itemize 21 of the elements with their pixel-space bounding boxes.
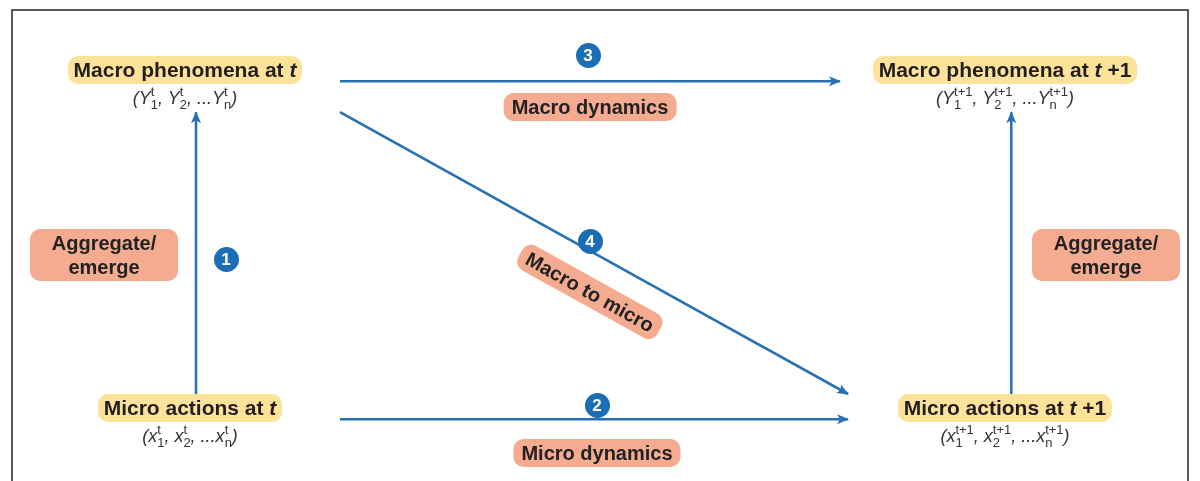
step-number-badge: 2 [584, 392, 610, 418]
arrow [340, 76, 841, 87]
variable-formula: (x$^{t+1}$$_{1}$, x$^{t+1}$$_{2}$, ...x$^{t+1}$$_{n}$) [940, 424, 1070, 451]
node-heading: Micro actions at t +1 [897, 394, 1113, 422]
arrow [340, 414, 849, 425]
node-heading: Micro actions at t [97, 394, 283, 422]
arrow [191, 111, 201, 394]
node-heading: Macro phenomena at t +1 [872, 56, 1138, 84]
step-number-badge: 3 [575, 42, 601, 68]
edge-label: Aggregate/ emerge [1032, 229, 1180, 281]
arrow [339, 111, 849, 396]
node-heading: Macro phenomena at t [67, 56, 303, 84]
step-number-badge: 1 [213, 246, 239, 272]
variable-formula: (Y$^{t}$$_{1}$, Y$^{t}$$_{2}$, ...Y$^{t}$$_{n}$) [132, 86, 238, 113]
variable-formula: (x$^{t}$$_{1}$, x$^{t}$$_{2}$, ...x$^{t}$$_{n}$) [142, 424, 238, 451]
edge-label: Aggregate/ emerge [30, 229, 178, 281]
edge-label: Macro dynamics [503, 93, 677, 121]
edge-label: Micro dynamics [513, 439, 681, 467]
step-number-badge: 4 [577, 228, 603, 254]
variable-formula: (Y$^{t+1}$$_{1}$, Y$^{t+1}$$_{2}$, ...Y$^{t+1}$$_{n}$) [936, 86, 1074, 113]
arrow [1006, 111, 1017, 394]
